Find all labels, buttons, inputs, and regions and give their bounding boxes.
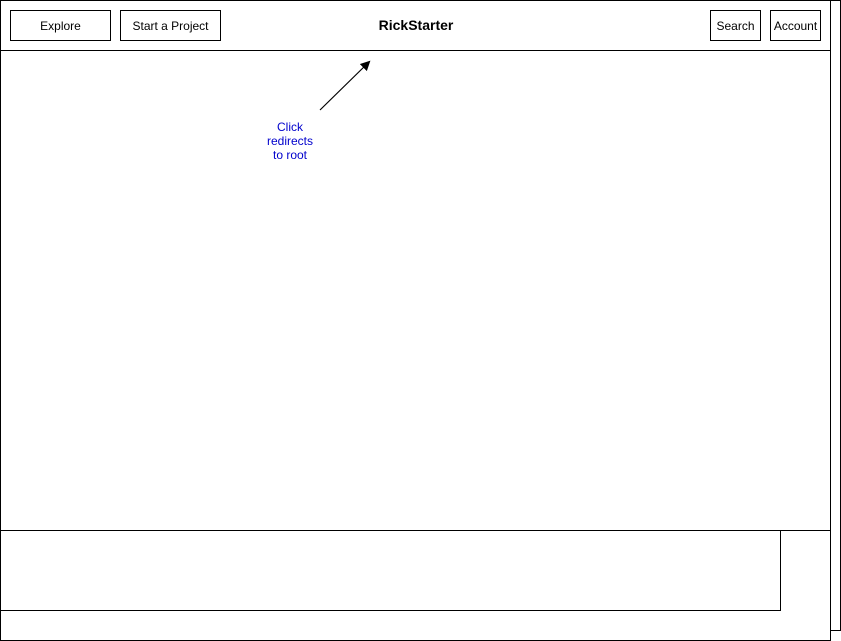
search-button[interactable]: Search	[710, 10, 761, 41]
explore-button[interactable]: Explore	[10, 10, 111, 41]
header-bar	[0, 0, 831, 51]
page-frame-shadow	[830, 0, 841, 631]
account-button[interactable]: Account	[770, 10, 821, 41]
annotation-note: Click redirects to root	[266, 120, 313, 162]
start-project-button[interactable]: Start a Project	[120, 10, 221, 41]
brand-title[interactable]: RickStarter	[378, 17, 454, 33]
footer-divider	[780, 530, 831, 531]
footer-box	[0, 530, 781, 611]
